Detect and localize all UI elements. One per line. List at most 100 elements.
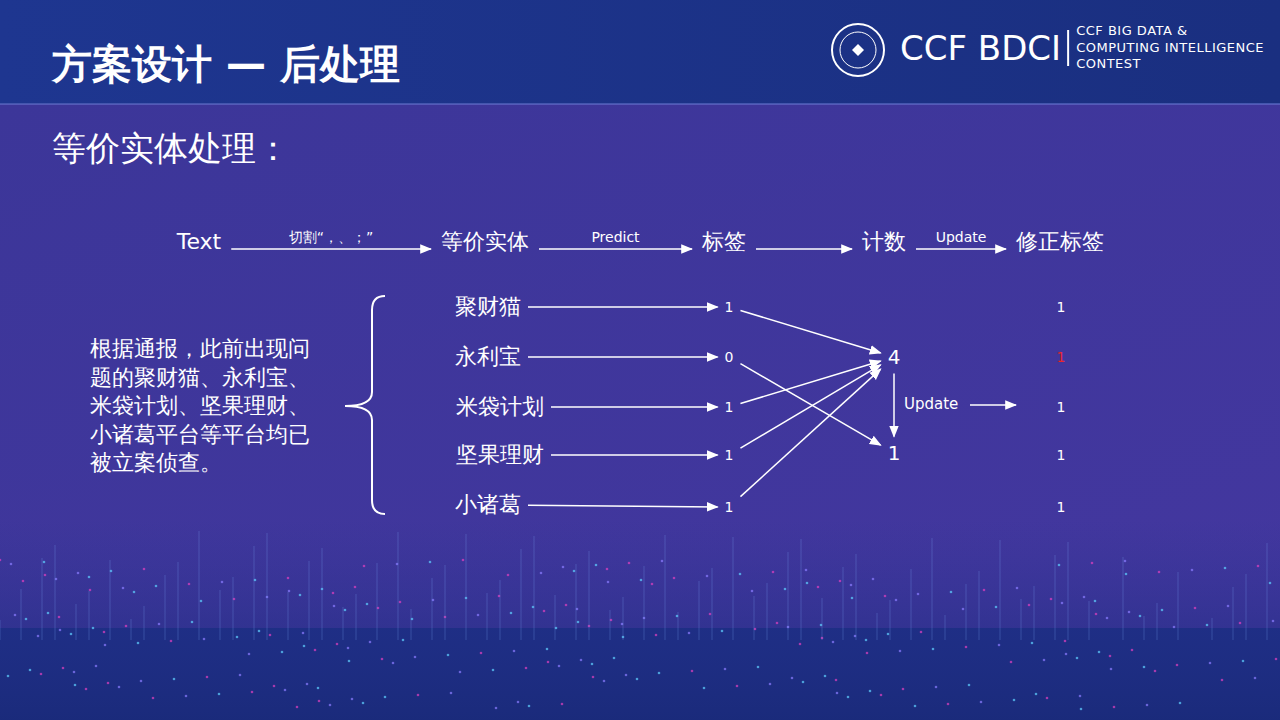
arrow-connector bbox=[528, 505, 718, 507]
particle bbox=[288, 590, 291, 593]
light-streak bbox=[911, 569, 912, 640]
particle bbox=[658, 672, 661, 675]
particle bbox=[480, 652, 483, 655]
light-streak bbox=[1144, 616, 1145, 640]
particle bbox=[724, 668, 727, 671]
particle bbox=[336, 643, 339, 646]
particle bbox=[1239, 622, 1242, 625]
light-streak bbox=[856, 554, 857, 640]
particle bbox=[546, 648, 549, 651]
particle bbox=[170, 640, 173, 643]
particle bbox=[565, 604, 568, 607]
particle bbox=[607, 581, 610, 584]
particle bbox=[965, 646, 968, 649]
light-streak bbox=[623, 597, 624, 640]
particle bbox=[757, 666, 760, 669]
arrow-connector bbox=[740, 310, 880, 352]
node-text: 坚果理财 bbox=[456, 442, 544, 467]
particle bbox=[354, 586, 357, 589]
section-heading: 等价实体处理： bbox=[52, 126, 290, 170]
particle bbox=[592, 676, 595, 679]
particle bbox=[1106, 617, 1109, 620]
particle bbox=[799, 643, 802, 646]
particle bbox=[62, 667, 65, 670]
light-streak bbox=[110, 560, 111, 640]
particle bbox=[776, 622, 779, 625]
particle bbox=[1076, 657, 1079, 660]
particle bbox=[191, 621, 194, 624]
particle bbox=[58, 616, 61, 619]
particle bbox=[1110, 668, 1113, 671]
particle bbox=[562, 566, 565, 569]
particle bbox=[525, 667, 528, 670]
particle bbox=[613, 657, 616, 660]
light-streak bbox=[1123, 557, 1124, 640]
particle bbox=[251, 691, 254, 694]
particle bbox=[851, 597, 854, 600]
particle bbox=[317, 687, 320, 690]
particle bbox=[125, 625, 128, 628]
particle bbox=[348, 660, 351, 663]
particle bbox=[384, 696, 387, 699]
note-text: 根据通报，此前出现问题的聚财猫、永利宝、米袋计划、坚果理财、小诸葛平台等平台均已… bbox=[90, 335, 314, 478]
particle bbox=[118, 686, 121, 689]
particle bbox=[381, 658, 384, 661]
particle bbox=[203, 638, 206, 641]
flow-step: 计数 bbox=[858, 227, 910, 256]
particle bbox=[591, 663, 594, 666]
particle bbox=[703, 687, 706, 690]
particle bbox=[836, 692, 839, 695]
light-streak bbox=[144, 606, 145, 640]
logo-emblem-ring bbox=[840, 32, 876, 68]
particle bbox=[1176, 664, 1179, 667]
particle bbox=[347, 647, 350, 650]
particle bbox=[736, 685, 739, 688]
particle bbox=[1113, 706, 1116, 709]
corrected-label: 1 bbox=[1053, 297, 1070, 317]
particle bbox=[450, 692, 453, 695]
particle bbox=[1125, 573, 1128, 576]
light-streak bbox=[398, 532, 399, 640]
particle bbox=[947, 703, 950, 706]
particle bbox=[399, 601, 402, 604]
particle bbox=[284, 689, 287, 692]
particle bbox=[299, 594, 302, 597]
particle bbox=[88, 576, 91, 579]
particle bbox=[103, 631, 106, 634]
count-value: 1 bbox=[884, 440, 905, 467]
particle bbox=[914, 705, 917, 708]
update-arrow bbox=[970, 404, 1016, 406]
particle bbox=[25, 618, 28, 621]
predicted-label: 1 bbox=[721, 397, 738, 417]
node-text: 米袋计划 bbox=[456, 394, 544, 419]
particle bbox=[751, 590, 754, 593]
particle bbox=[133, 591, 136, 594]
particle bbox=[920, 631, 923, 634]
particle bbox=[287, 577, 290, 580]
particle bbox=[429, 561, 432, 564]
particle bbox=[492, 669, 495, 672]
light-streak bbox=[945, 615, 946, 640]
particle bbox=[902, 688, 905, 691]
particle bbox=[603, 680, 606, 683]
particle bbox=[1254, 677, 1257, 680]
particle bbox=[1094, 600, 1097, 603]
particle bbox=[709, 613, 712, 616]
light-streak bbox=[89, 591, 90, 640]
particle bbox=[104, 644, 107, 647]
edge-label: Update bbox=[904, 396, 958, 413]
particle bbox=[880, 694, 883, 697]
arrow-connector bbox=[740, 365, 880, 448]
corrected-label: 1 bbox=[1053, 445, 1070, 465]
light-streak bbox=[356, 594, 357, 640]
particle bbox=[0, 559, 1, 562]
particle bbox=[43, 561, 46, 564]
predicted-label: 1 bbox=[721, 445, 738, 465]
light-streak bbox=[220, 590, 221, 640]
light-streak bbox=[1089, 601, 1090, 640]
particle bbox=[688, 632, 691, 635]
entity-name: 坚果理财 bbox=[452, 440, 548, 469]
arrow-connector bbox=[528, 356, 718, 358]
light-streak bbox=[445, 565, 446, 640]
